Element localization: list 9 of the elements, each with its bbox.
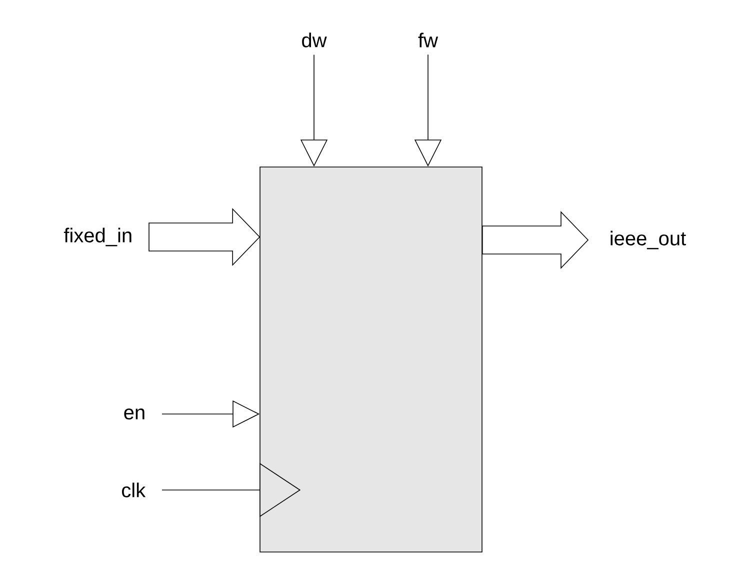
port-label: clk bbox=[122, 482, 146, 498]
port-label: fixed_in bbox=[64, 228, 132, 246]
bus-arrow bbox=[482, 211, 589, 269]
port-label: dw bbox=[302, 32, 327, 48]
port-label: en bbox=[124, 408, 144, 420]
block-box bbox=[260, 166, 482, 552]
port-label: ieee_out bbox=[610, 230, 686, 250]
port-label: fw bbox=[418, 32, 438, 48]
bus-arrow bbox=[148, 208, 260, 266]
